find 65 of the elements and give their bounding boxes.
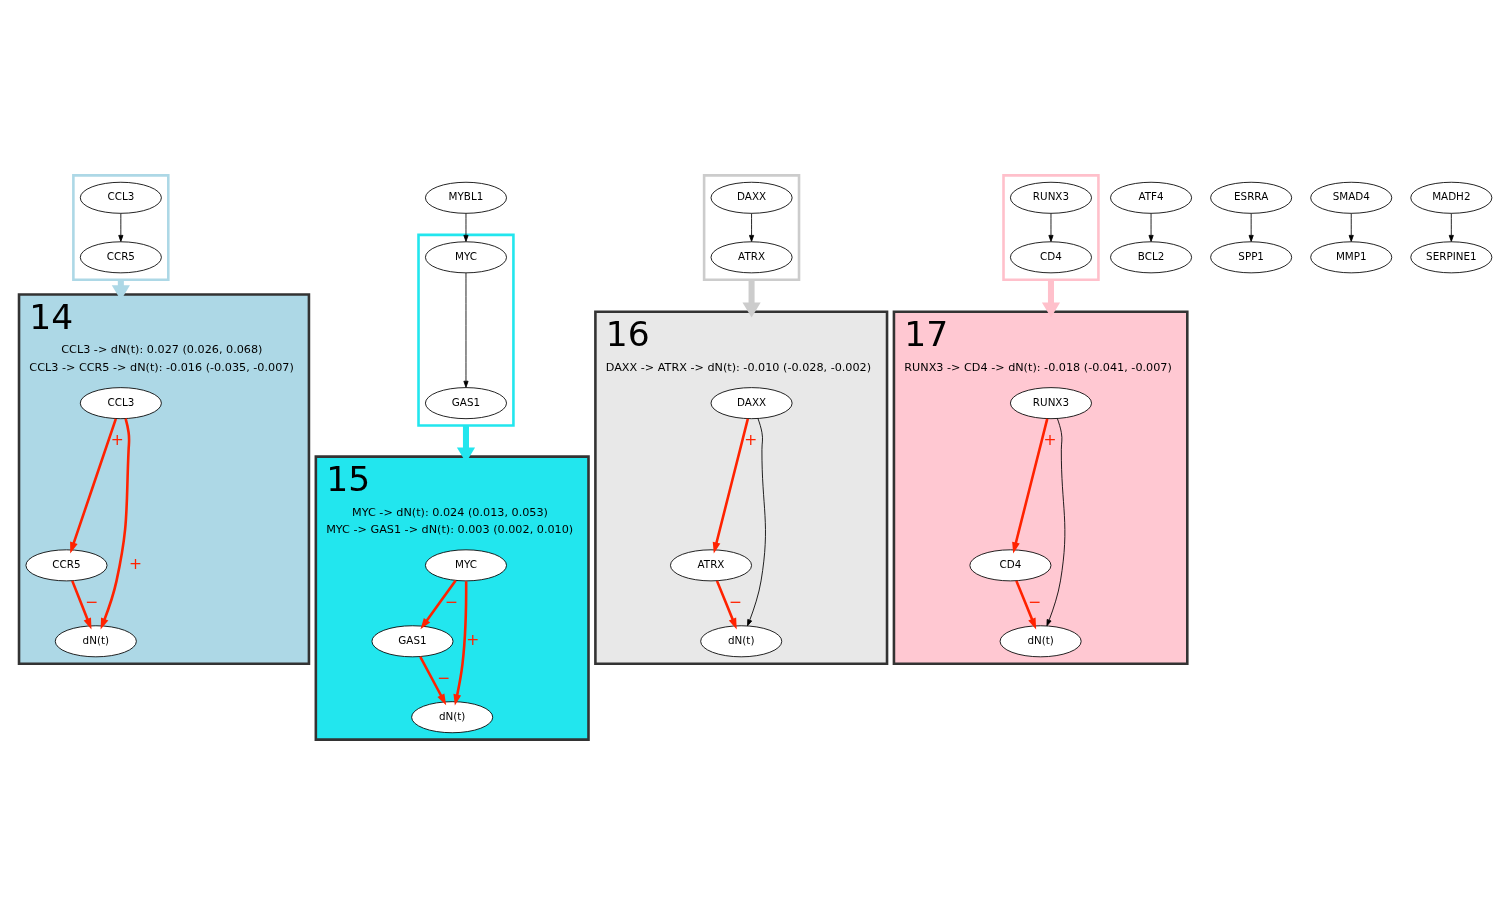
node-ellipse: CCR5 xyxy=(25,548,108,581)
node-ellipse: MYBL1 xyxy=(425,181,507,214)
node-ellipse: GAS1 xyxy=(425,386,507,419)
edge-label: − xyxy=(84,592,99,611)
edge-label: + xyxy=(129,554,143,573)
node-ellipse: MMP1 xyxy=(1310,240,1393,273)
edge-label: + xyxy=(110,430,124,449)
arrow xyxy=(453,580,468,706)
arrow xyxy=(71,579,92,629)
arrow xyxy=(100,417,131,629)
edge-label: − xyxy=(1028,592,1042,611)
node-ellipse: CCL3 xyxy=(79,386,162,419)
arrow xyxy=(1448,212,1454,242)
arrow xyxy=(1048,212,1054,242)
arrow xyxy=(1041,279,1061,317)
arrow xyxy=(1046,417,1066,626)
arrow xyxy=(747,417,766,626)
node-ellipse: MYC xyxy=(425,548,507,581)
node-ellipse: MADH2 xyxy=(1410,181,1493,214)
node-ellipse: ATRX xyxy=(670,548,752,581)
arrow xyxy=(1148,212,1154,242)
cluster xyxy=(702,173,801,281)
arrow xyxy=(1015,579,1037,629)
arrow xyxy=(118,212,124,242)
node-ellipse: BCL2 xyxy=(1110,240,1193,273)
arrow xyxy=(463,272,469,388)
node-ellipse: MYC xyxy=(425,240,507,273)
node-ellipse: dN(t) xyxy=(999,624,1082,657)
arrow xyxy=(1348,212,1354,242)
edge-label: − xyxy=(437,668,451,687)
arrow xyxy=(420,579,457,629)
node-ellipse: dN(t) xyxy=(54,624,137,657)
node-ellipse: DAXX xyxy=(710,181,793,214)
arrow xyxy=(1012,418,1049,554)
node-ellipse: CD4 xyxy=(969,548,1052,581)
node-ellipse: RUNX3 xyxy=(1010,181,1092,214)
node-ellipse: SERPINE1 xyxy=(1410,240,1493,273)
node-ellipse: DAXX xyxy=(710,386,793,419)
node-ellipse: dN(t) xyxy=(700,624,783,657)
arrow xyxy=(70,417,118,553)
node-ellipse: ESRRA xyxy=(1210,181,1293,214)
node-ellipse: CCL3 xyxy=(79,181,162,214)
node-ellipse: SMAD4 xyxy=(1310,181,1393,214)
cluster xyxy=(1002,173,1100,281)
node-ellipse: RUNX3 xyxy=(1010,386,1092,419)
edge-label: − xyxy=(444,592,458,611)
arrow xyxy=(419,655,447,705)
node-ellipse: SPP1 xyxy=(1210,240,1293,273)
node-ellipse: ATF4 xyxy=(1110,181,1193,214)
node-ellipse: dN(t) xyxy=(411,700,494,733)
edge-label: + xyxy=(1043,430,1057,449)
node-ellipse: ATRX xyxy=(710,240,793,273)
arrow xyxy=(715,579,737,629)
node-ellipse: CD4 xyxy=(1010,240,1092,273)
node-ellipse: GAS1 xyxy=(371,624,454,657)
edge-label: + xyxy=(466,630,480,649)
arrow xyxy=(463,212,469,242)
arrow xyxy=(1248,212,1254,242)
node-ellipse: CCR5 xyxy=(79,240,162,273)
arrow xyxy=(749,212,755,242)
arrow xyxy=(742,279,761,317)
cluster xyxy=(72,173,170,281)
edge-label: + xyxy=(744,430,758,449)
arrow xyxy=(712,418,750,554)
edge-label: − xyxy=(728,592,742,611)
